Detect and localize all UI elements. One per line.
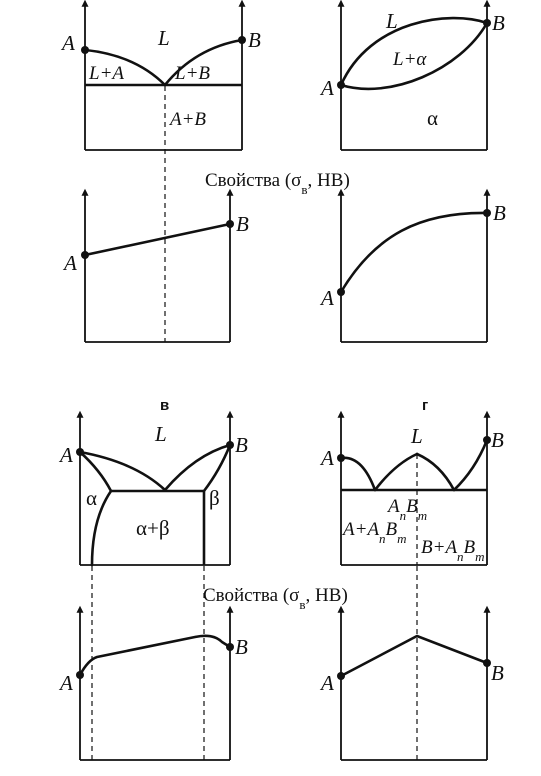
label-a-plus-compound: A+AnBm: [341, 519, 407, 546]
label-l-plus-b: L+B: [174, 63, 210, 84]
label-b: B: [235, 635, 248, 659]
point-a-dot: [76, 448, 84, 456]
liquidus-curve-3: [415, 452, 456, 492]
label-b: B: [492, 11, 505, 35]
label-compound: AnBm: [386, 496, 427, 523]
point-a-dot: [337, 672, 345, 680]
point-a-dot: [337, 81, 345, 89]
solidus-left-curve: [78, 450, 113, 493]
liquidus-curve-2: [373, 452, 419, 492]
label-b: B: [248, 28, 261, 52]
liquidus-curve-4: [452, 438, 489, 492]
label-a: A: [319, 286, 334, 310]
label-l-plus-a: L+A: [88, 63, 124, 84]
point-b-dot: [226, 441, 234, 449]
solidus-curve: [339, 21, 489, 91]
label-b: B: [236, 212, 249, 236]
panel-properties-compound-axes: [337, 605, 491, 761]
liquidus-left-curve: [83, 48, 167, 87]
label-l: L: [385, 9, 398, 33]
panel-properties-limited-solubility-axes: [76, 605, 234, 761]
label-beta: β: [209, 486, 220, 510]
label-b: B: [491, 428, 504, 452]
panel-eutectic-axes: [81, 0, 246, 151]
label-l: L: [410, 424, 423, 448]
panel-properties-compound: A B: [319, 605, 504, 761]
point-a-dot: [337, 288, 345, 296]
liquidus-left-curve: [78, 450, 167, 492]
panel-properties-limited-solubility: A B: [58, 605, 248, 761]
label-a: A: [58, 671, 73, 695]
label-a: A: [319, 671, 334, 695]
point-a-dot: [81, 46, 89, 54]
liquidus-right-curve: [163, 443, 232, 492]
panel-solid-solution: A B L L+α α: [319, 0, 505, 151]
property-curve: [339, 211, 489, 294]
panel-solid-solution-axes: [337, 0, 491, 151]
label-l: L: [154, 422, 167, 446]
panel-letter-c: в: [160, 397, 169, 414]
panel-properties-eutectic-axes: [81, 188, 234, 343]
point-a-dot: [81, 251, 89, 259]
label-l-plus-alpha: L+α: [392, 49, 427, 70]
label-b: B: [491, 661, 504, 685]
property-line: [83, 222, 232, 257]
panel-compound: A B L AnBm A+AnBm B+AnBm: [319, 410, 504, 566]
point-b-dot: [226, 220, 234, 228]
panel-limited-solubility: A B L α β α+β: [58, 410, 248, 567]
point-b-dot: [483, 659, 491, 667]
panel-properties-eutectic: A B: [62, 188, 249, 343]
point-a-dot: [337, 454, 345, 462]
panel-eutectic: A B L L+A L+B A+B: [60, 0, 261, 151]
liquidus-curve: [339, 16, 489, 87]
liquidus-curve-1: [339, 456, 377, 492]
liquidus-right-curve: [163, 38, 244, 87]
label-alpha: α: [86, 486, 97, 510]
label-a: A: [319, 446, 334, 470]
label-a: A: [60, 31, 75, 55]
label-alpha-plus-beta: α+β: [136, 516, 170, 540]
label-b: B: [235, 433, 248, 457]
panel-letter-d: г: [422, 397, 428, 414]
point-b-dot: [483, 436, 491, 444]
label-a: A: [62, 251, 77, 275]
point-b-dot: [483, 209, 491, 217]
label-a: A: [319, 76, 334, 100]
panel-properties-solid-solution-axes: [337, 188, 491, 343]
property-polyline: [339, 634, 489, 678]
point-b-dot: [238, 36, 246, 44]
point-b-dot: [226, 643, 234, 651]
label-alpha: α: [427, 106, 438, 130]
label-a: A: [58, 443, 73, 467]
solvus-alpha-curve: [90, 489, 113, 567]
label-b-plus-compound: B+AnBm: [421, 537, 485, 564]
solidus-right-curve: [202, 443, 232, 493]
caption-properties-top: Свойства (σв, НВ): [205, 170, 350, 197]
panel-properties-solid-solution: A B: [319, 188, 506, 343]
property-curve: [78, 634, 232, 677]
label-l: L: [157, 26, 170, 50]
label-a-plus-b: A+B: [168, 109, 206, 130]
label-b: B: [493, 201, 506, 225]
point-a-dot: [76, 671, 84, 679]
point-b-dot: [483, 19, 491, 27]
caption-properties-bottom: Свойства (σв, НВ): [203, 585, 348, 612]
